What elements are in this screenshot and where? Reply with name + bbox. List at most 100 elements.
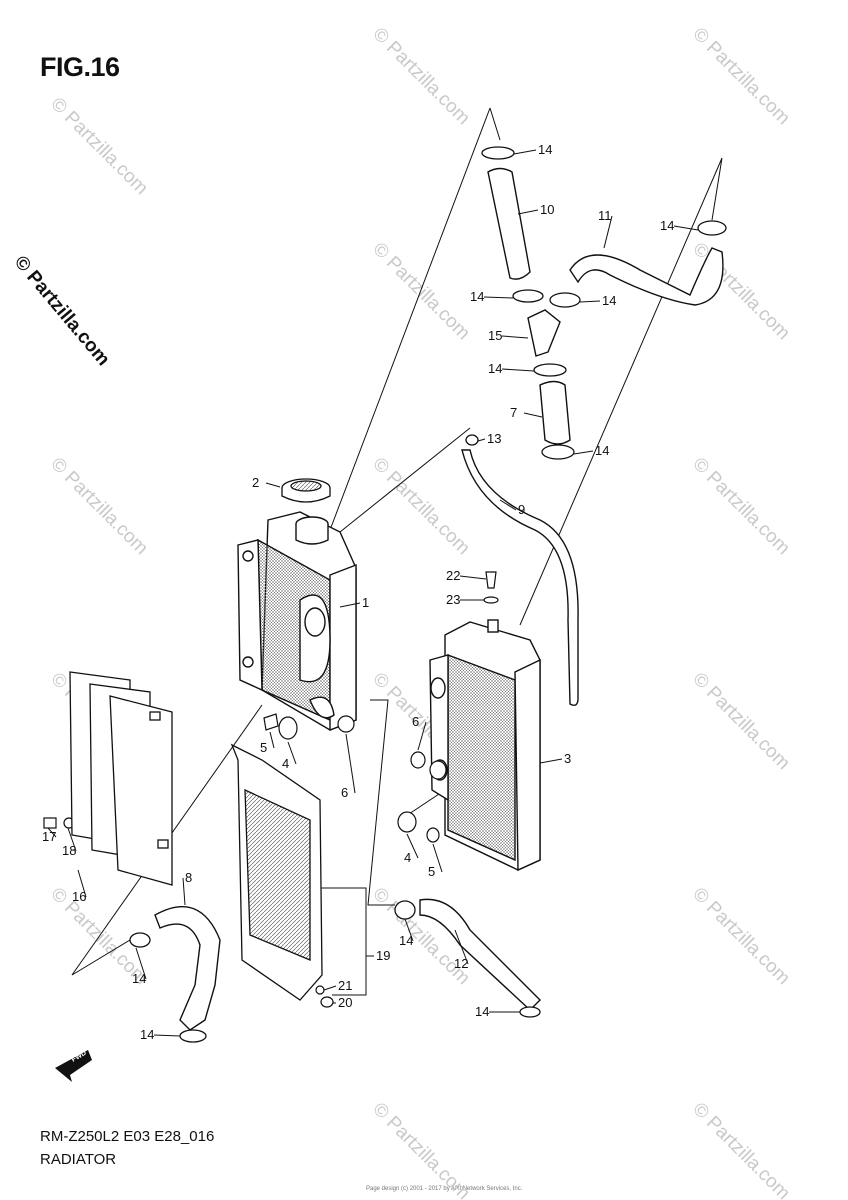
callout-19-radiator-guard: 19 xyxy=(366,948,390,963)
callout-label: 23 xyxy=(446,592,460,607)
watermark-text: © Partzilla.com xyxy=(688,1099,793,1200)
callout-leader xyxy=(573,450,594,455)
callout-16-louver-set: 16 xyxy=(72,869,87,904)
callout-label: 14 xyxy=(538,142,552,157)
callout-label: 5 xyxy=(428,864,435,879)
callout-14-clamp: 14 xyxy=(132,947,147,986)
callout-11-hose: 11 xyxy=(598,208,613,249)
callout-5-bolt: 5 xyxy=(428,843,443,879)
callout-leader xyxy=(579,300,601,303)
callout-leader xyxy=(153,1034,181,1037)
callout-label: 9 xyxy=(518,502,525,517)
callout-leader xyxy=(404,918,414,942)
callout-leader xyxy=(417,721,427,751)
callout-14-clamp: 14 xyxy=(488,361,535,376)
callout-label: 22 xyxy=(446,568,460,583)
watermark-layer: © Partzilla.com © Partzilla.com © Partzill… xyxy=(46,24,793,1200)
callout-14-clamp: 14 xyxy=(573,443,609,458)
callout-23-washer: 23 xyxy=(446,592,484,607)
callout-label: 13 xyxy=(487,431,501,446)
callout-label: 4 xyxy=(404,850,411,865)
callout-leader xyxy=(287,741,297,765)
fwd-arrow: FWD xyxy=(55,1050,92,1082)
callout-label: 2 xyxy=(252,475,259,490)
footer-credit: Page design (c) 2001 - 2017 by ARI Netwo… xyxy=(366,1186,523,1192)
callout-label: 8 xyxy=(185,870,192,885)
callout-leader xyxy=(501,368,535,372)
callout-label: 14 xyxy=(470,289,484,304)
callout-leader xyxy=(499,499,517,511)
callout-leader xyxy=(673,225,699,231)
callout-7-hose: 7 xyxy=(510,405,543,420)
watermark-text: © Partzilla.com xyxy=(46,454,151,559)
callout-9-breather-hose: 9 xyxy=(499,499,525,517)
callout-label: 14 xyxy=(488,361,502,376)
callout-3-radiator-right: 3 xyxy=(539,751,571,766)
callout-label: 14 xyxy=(660,218,674,233)
callout-15-joint: 15 xyxy=(488,328,529,343)
callout-leader xyxy=(454,929,469,965)
callout-label: 14 xyxy=(140,1027,154,1042)
callout-leader xyxy=(47,827,57,838)
louver-set xyxy=(69,671,173,886)
callout-label: 11 xyxy=(598,208,612,223)
figure-title: FIG.16 xyxy=(40,52,120,82)
callout-14-clamp: 14 xyxy=(579,293,616,308)
callout-label: 21 xyxy=(338,978,352,993)
callout-label: 7 xyxy=(510,405,517,420)
callout-leader xyxy=(483,296,514,299)
callout-label: 14 xyxy=(595,443,609,458)
callout-6-collar: 6 xyxy=(341,733,356,800)
callout-14-clamp: 14 xyxy=(513,142,552,157)
watermark-text: © Partzilla.com xyxy=(368,24,473,129)
callout-label: 10 xyxy=(540,202,554,217)
callout-14-clamp: 14 xyxy=(140,1027,181,1042)
callout-leader xyxy=(432,843,443,873)
clamps xyxy=(129,146,727,1043)
hoses xyxy=(154,167,724,1031)
callout-17-nut: 17 xyxy=(42,827,57,844)
callout-8-hose: 8 xyxy=(182,870,192,906)
callout-21-washer: 21 xyxy=(323,978,352,993)
callout-leader xyxy=(135,947,147,980)
callout-leader xyxy=(345,733,356,794)
callout-leader xyxy=(513,149,537,155)
radiator-left xyxy=(237,511,357,732)
callout-label: 12 xyxy=(454,956,468,971)
callout-14-clamp: 14 xyxy=(660,218,699,233)
callout-leader xyxy=(603,215,613,249)
watermark-text: © Partzilla.com xyxy=(688,884,793,989)
callout-leader xyxy=(269,731,275,749)
callout-label: 18 xyxy=(62,843,76,858)
callout-4-grommet: 4 xyxy=(404,833,419,865)
callout-label: 19 xyxy=(376,948,390,963)
watermark-text: © Partzilla.com xyxy=(368,1099,473,1200)
callout-leader xyxy=(339,602,361,608)
callout-14-clamp: 14 xyxy=(399,918,414,948)
callout-label: 17 xyxy=(42,829,56,844)
callout-label: 15 xyxy=(488,328,502,343)
callout-leader xyxy=(77,869,87,898)
callout-label: 14 xyxy=(132,971,146,986)
callout-5-bolt: 5 xyxy=(260,731,275,755)
callout-leader xyxy=(323,985,337,991)
callout-label: 4 xyxy=(282,756,289,771)
callout-2-radiator-cap: 2 xyxy=(252,475,281,490)
callout-14-clamp: 14 xyxy=(470,289,514,304)
callout-10-hose: 10 xyxy=(517,202,554,217)
callout-12-hose: 12 xyxy=(454,929,469,971)
callout-leader xyxy=(517,209,539,215)
section-name: RADIATOR xyxy=(40,1151,117,1168)
watermark-text: © Partzilla.com xyxy=(688,24,793,129)
callout-6-collar: 6 xyxy=(412,714,427,751)
callout-leader xyxy=(265,482,281,488)
callout-1-radiator-left: 1 xyxy=(339,595,369,610)
watermark-text: © Partzilla.com xyxy=(46,94,151,199)
watermark-text: © Partzilla.com xyxy=(368,239,473,344)
radiator-right xyxy=(429,619,541,872)
callout-label: 14 xyxy=(475,1004,489,1019)
callout-leader xyxy=(539,758,563,764)
radiator-guard xyxy=(230,743,323,1001)
callout-13-clamp: 13 xyxy=(477,431,501,446)
